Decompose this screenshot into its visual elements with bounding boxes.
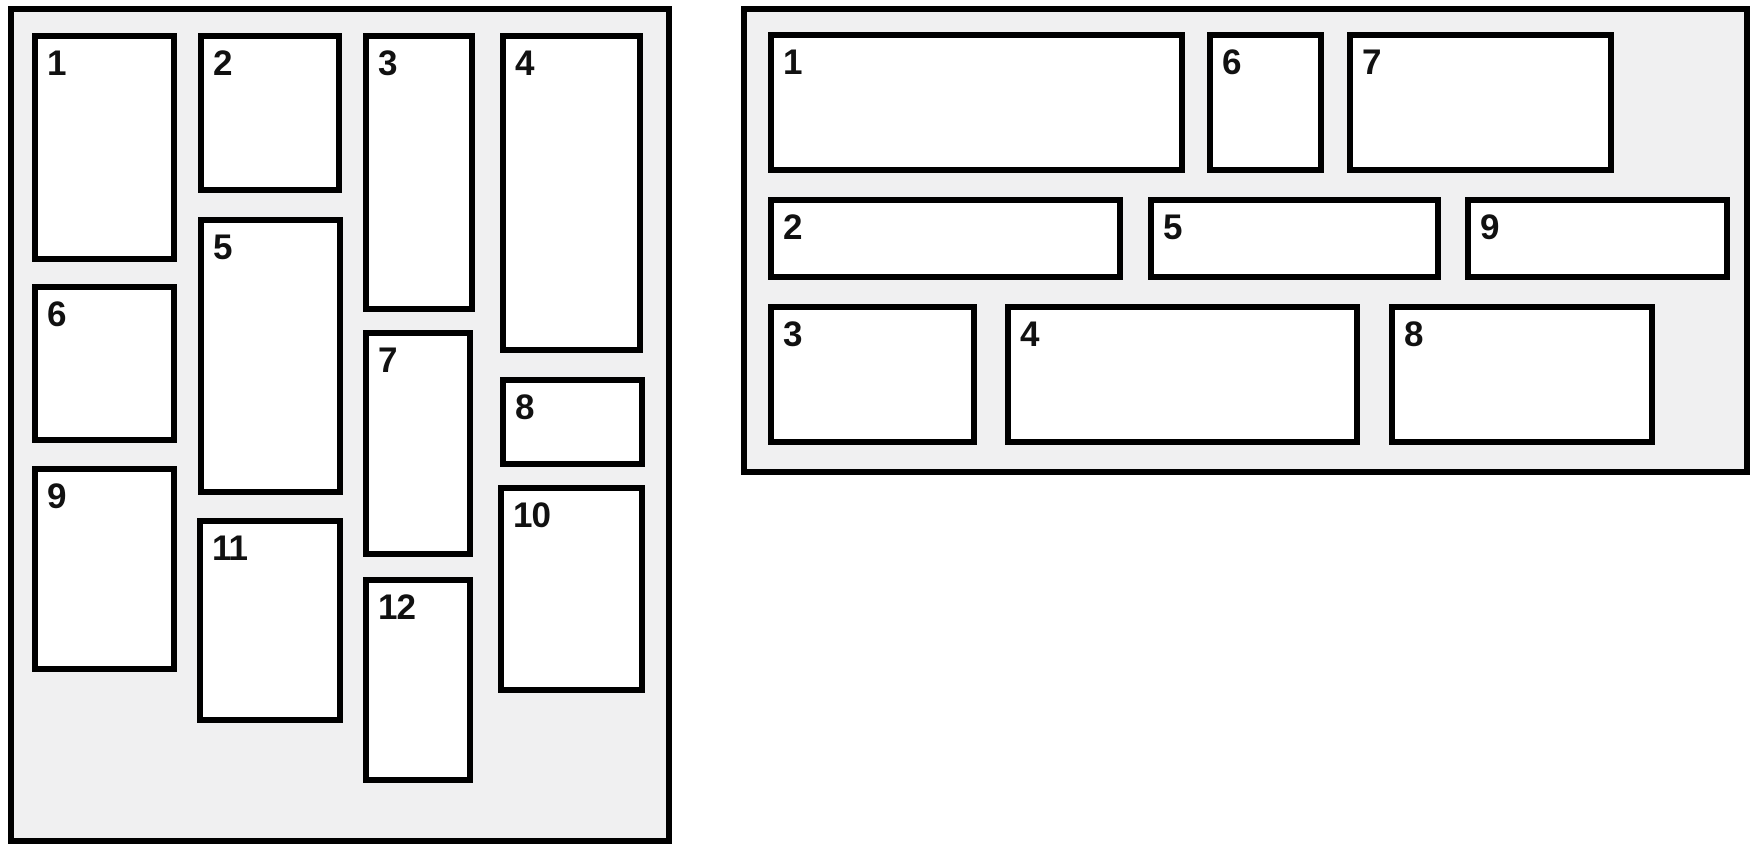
- vertical-masonry-tile-12: 12: [363, 577, 473, 783]
- vertical-masonry-tile-11: 11: [197, 518, 343, 723]
- tile-number: 9: [1480, 208, 1499, 247]
- horizontal-masonry-tile-4: 4: [1005, 304, 1360, 445]
- vertical-masonry-tile-9: 9: [32, 466, 177, 672]
- tile-number: 8: [515, 388, 534, 427]
- tile-number: 4: [1020, 315, 1039, 354]
- horizontal-masonry-tile-9: 9: [1465, 197, 1730, 280]
- tile-number: 6: [47, 295, 66, 334]
- horizontal-masonry-tile-7: 7: [1347, 32, 1614, 173]
- vertical-masonry-tile-4: 4: [500, 33, 643, 353]
- tile-number: 4: [515, 44, 534, 83]
- tile-number: 8: [1404, 315, 1423, 354]
- vertical-masonry-tile-6: 6: [32, 284, 177, 443]
- tile-number: 3: [378, 44, 397, 83]
- tile-number: 11: [212, 529, 248, 568]
- horizontal-masonry-tile-1: 1: [768, 32, 1185, 173]
- vertical-masonry-tile-2: 2: [198, 33, 342, 193]
- tile-number: 12: [378, 588, 416, 627]
- tile-number: 5: [1163, 208, 1182, 247]
- horizontal-masonry-tile-8: 8: [1389, 304, 1655, 445]
- horizontal-masonry-tile-2: 2: [768, 197, 1123, 280]
- tile-number: 5: [213, 228, 232, 267]
- tile-number: 6: [1222, 43, 1241, 82]
- tile-number: 1: [783, 43, 802, 82]
- tile-number: 2: [213, 44, 232, 83]
- tile-number: 7: [1362, 43, 1381, 82]
- vertical-masonry-tile-8: 8: [500, 377, 645, 467]
- horizontal-masonry-tile-6: 6: [1207, 32, 1324, 173]
- tile-number: 10: [513, 496, 551, 535]
- tile-number: 7: [378, 341, 397, 380]
- tile-number: 9: [47, 477, 66, 516]
- tile-number: 1: [47, 44, 66, 83]
- vertical-masonry-tile-5: 5: [198, 217, 343, 495]
- vertical-masonry-tile-1: 1: [32, 33, 177, 262]
- tile-number: 2: [783, 208, 802, 247]
- vertical-masonry-tile-3: 3: [363, 33, 475, 312]
- horizontal-masonry-tile-5: 5: [1148, 197, 1441, 280]
- horizontal-masonry-tile-3: 3: [768, 304, 977, 445]
- vertical-masonry-tile-10: 10: [498, 485, 645, 693]
- horizontal-masonry-panel: 1 2 3 4 5 6 7 8 9: [741, 6, 1750, 475]
- tile-number: 3: [783, 315, 802, 354]
- vertical-masonry-tile-7: 7: [363, 330, 473, 557]
